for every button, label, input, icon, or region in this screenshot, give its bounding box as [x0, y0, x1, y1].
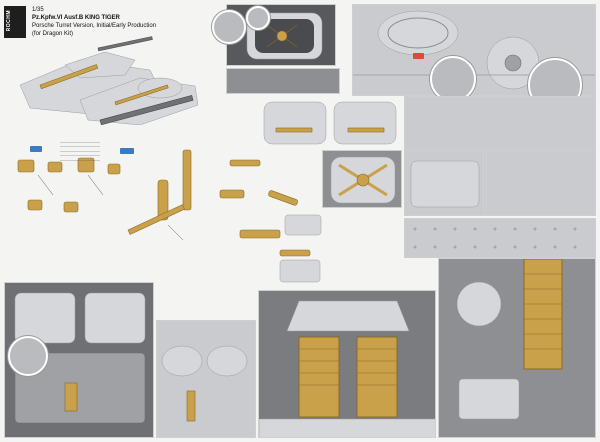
round-covers-panel — [156, 320, 256, 438]
brand-logo: ROCHM — [4, 6, 26, 38]
detail-circle-top-2 — [246, 6, 270, 30]
pe-parts-diagram-center — [219, 159, 322, 283]
detail-circle-engine — [8, 336, 48, 376]
title-version: Porsche Turret Version, Initial/Early Pr… — [32, 23, 157, 29]
hull-grid-illustration — [413, 227, 577, 249]
hatch-assembly-panel — [322, 150, 402, 208]
detail-circle-top-1 — [212, 10, 246, 44]
tank-render-illustration — [19, 36, 199, 125]
instruction-tag-blue-2 — [120, 148, 134, 154]
engine-compartment-panel — [4, 282, 154, 438]
round-covers-illustration — [161, 345, 248, 422]
hull-grid-panel — [404, 218, 596, 258]
detail-circle-roof-1 — [430, 56, 476, 102]
turret-rear-panel — [258, 290, 436, 438]
title-scale: 1/35 — [32, 7, 44, 13]
turret-rear-illustration — [259, 291, 435, 437]
pe-parts-diagram-left — [17, 149, 192, 241]
hull-top-closeup-panel — [486, 150, 596, 216]
instruction-tag-blue-1 — [30, 146, 42, 152]
instruction-title: 1/35 Pz.Kpfw.VI Ausf.B KING TIGER Porsch… — [32, 6, 156, 38]
hatch-assembly-illustration — [330, 156, 396, 204]
deck-hatch-panel-left — [226, 68, 340, 94]
rear-deck-panel — [438, 258, 596, 438]
hatch-closeup-panel — [226, 4, 336, 66]
hull-side-closeup-panel — [404, 150, 484, 216]
engine-hatch-pair-illustration — [263, 101, 397, 145]
title-subject: Pz.Kpfw.VI Ausf.B KING TIGER — [32, 15, 120, 21]
part-callout-tag — [413, 53, 424, 59]
title-kit: (for Dragon Kit) — [32, 31, 74, 37]
rear-deck-illustration — [439, 259, 595, 437]
instruction-note-block — [60, 142, 100, 164]
hull-side-illustration — [410, 160, 480, 208]
brand-logo-text: ROCHM — [6, 10, 12, 32]
